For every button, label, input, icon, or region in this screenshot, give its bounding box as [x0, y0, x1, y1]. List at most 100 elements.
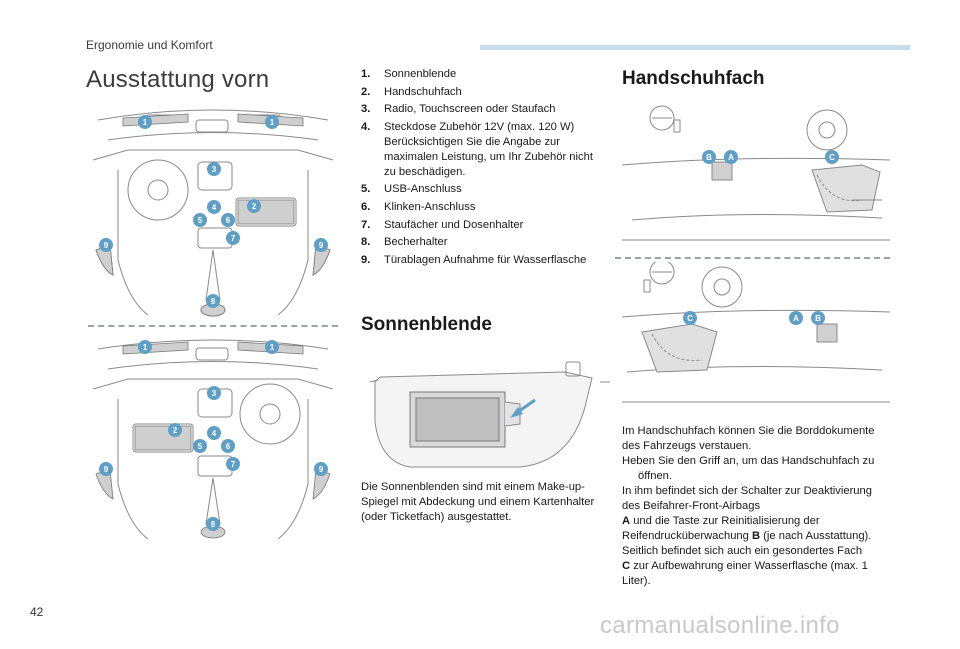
callout-badge — [207, 426, 221, 440]
callout-badge — [207, 200, 221, 214]
callout-label: B — [706, 153, 712, 162]
item-text: Radio, Touchscreen oder Staufach — [384, 103, 556, 116]
interior-illustration-rhd: 1 1 3 2 4 5 6 7 9 9 8 — [88, 334, 338, 544]
item-number: 8. — [361, 236, 371, 249]
callout-badge — [193, 213, 207, 227]
glovebox-illustration-bottom: C A B — [622, 262, 890, 412]
callout-badge — [314, 462, 328, 476]
callout-badge — [226, 231, 240, 245]
item-text: Becherhalter — [384, 236, 448, 249]
item-number: 2. — [361, 85, 371, 98]
callout-label: C — [687, 314, 693, 323]
page-title: Ausstattung vorn — [86, 66, 270, 93]
callout-label: 1 — [143, 343, 148, 352]
handschuhfach-p3: Seitlich befindet sich auch ein gesonder… — [622, 544, 890, 589]
callout-label: 8 — [211, 297, 216, 306]
callout-label: 6 — [226, 442, 231, 451]
p3-prefix: Seitlich befindet sich auch ein gesonder… — [622, 545, 863, 557]
callout-label: 9 — [319, 465, 324, 474]
p2-prefix: In ihm befindet sich der Schalter zur De… — [622, 485, 872, 512]
handschuhfach-p1: Im Handschuhfach können Sie die Borddoku… — [622, 425, 875, 452]
callout-label: 2 — [173, 426, 178, 435]
list-item: 4.Steckdose Zubehör 12V (max. 120 W) Ber… — [361, 120, 601, 180]
callout-label: 3 — [212, 165, 217, 174]
item-text: USB-Anschluss — [384, 183, 462, 196]
p2-suffix: (je nach Ausstattung). — [760, 530, 872, 542]
ref-b: B — [751, 530, 761, 542]
handschuhfach-text: Im Handschuhfach können Sie die Borddoku… — [622, 424, 890, 589]
sonnenblende-heading: Sonnenblende — [361, 314, 492, 335]
header-accent-bar — [480, 45, 910, 50]
sun-visor-illustration — [370, 352, 610, 470]
callout-badge — [193, 439, 207, 453]
callout-label: 9 — [104, 241, 109, 250]
callout-badge — [207, 162, 221, 176]
item-text: Steckdose Zubehör 12V (max. 120 W) Berüc… — [384, 120, 593, 178]
item-number: 3. — [361, 103, 371, 116]
callout-badge — [825, 150, 839, 164]
callout-label: 9 — [319, 241, 324, 250]
watermark[interactable]: carmanualsonline.info — [600, 612, 840, 639]
callout-label: B — [815, 314, 821, 323]
item-text: Staufächer und Dosenhalter — [384, 218, 524, 231]
callout-badge — [265, 340, 279, 354]
callout-badge — [168, 423, 182, 437]
callout-label: 6 — [226, 216, 231, 225]
callout-label: 1 — [270, 343, 275, 352]
ref-a: A — [622, 515, 631, 527]
callout-label: 4 — [212, 429, 217, 438]
callout-badge — [226, 457, 240, 471]
handschuhfach-bullet: Heben Sie den Griff an, um das Handschuh… — [622, 454, 890, 484]
item-text: Türablagen Aufnahme für Wasserflasche — [384, 253, 587, 266]
callout-label: 5 — [198, 442, 203, 451]
callout-badge — [221, 213, 235, 227]
callout-badge — [789, 311, 803, 325]
callout-badge — [206, 517, 220, 531]
callout-label: 7 — [231, 234, 236, 243]
callout-badge — [247, 199, 261, 213]
list-item: 3. Radio, Touchscreen oder Staufach — [361, 102, 601, 117]
list-item: 7.Staufächer und Dosenhalter — [361, 218, 601, 233]
callout-label: 5 — [198, 216, 203, 225]
callout-badge — [724, 150, 738, 164]
callout-label: 3 — [212, 389, 217, 398]
section-label: Ergonomie und Komfort — [86, 38, 213, 52]
bullet-text: Heben Sie den Griff an, um das Handschuh… — [622, 455, 875, 482]
glovebox-illustration-top: B A C — [622, 100, 890, 250]
list-item: 5.USB-Anschluss — [361, 182, 601, 197]
list-item: 8. Becherhalter — [361, 235, 601, 250]
item-text: Klinken-Anschluss — [384, 200, 476, 213]
callout-badge — [221, 439, 235, 453]
callout-label: C — [829, 153, 835, 162]
item-text: Sonnenblende — [384, 68, 457, 80]
callout-label: 1 — [270, 118, 275, 127]
callout-badge — [811, 311, 825, 325]
item-text: Handschuhfach — [384, 85, 462, 98]
callout-badge — [206, 294, 220, 308]
callout-label: A — [793, 314, 799, 323]
interior-illustration-lhd: 1 1 3 2 4 5 6 7 9 9 8 — [88, 100, 338, 320]
item-number: 1. — [361, 68, 371, 80]
divider-right — [615, 257, 890, 259]
list-item: 9. Türablagen Aufnahme für Wasserflasche — [361, 253, 601, 268]
callout-badge — [138, 115, 152, 129]
callout-label: 8 — [211, 520, 216, 529]
callout-badge — [314, 238, 328, 252]
sonnenblende-text: Die Sonnenblenden sind mit einem Make-up… — [361, 480, 611, 525]
list-item: 6.Klinken-Anschluss — [361, 200, 601, 215]
handschuhfach-p2: In ihm befindet sich der Schalter zur De… — [622, 484, 890, 544]
callout-badge — [702, 150, 716, 164]
p2-mid: und die Taste zur Reinitialisierung der … — [622, 515, 820, 542]
callout-badge — [265, 115, 279, 129]
item-number: 9. — [361, 253, 371, 266]
callout-badge — [207, 386, 221, 400]
callout-label: A — [728, 153, 734, 162]
p3-suffix: zur Aufbewahrung einer Wasserflasche (ma… — [622, 560, 868, 587]
handschuhfach-heading: Handschuhfach — [622, 68, 765, 89]
callout-badge — [138, 340, 152, 354]
sonnenblende-paragraph: Die Sonnenblenden sind mit einem Make-up… — [361, 481, 595, 523]
callout-label: 1 — [143, 118, 148, 127]
divider-left — [88, 325, 338, 327]
callout-badge — [683, 311, 697, 325]
callout-badge — [99, 462, 113, 476]
